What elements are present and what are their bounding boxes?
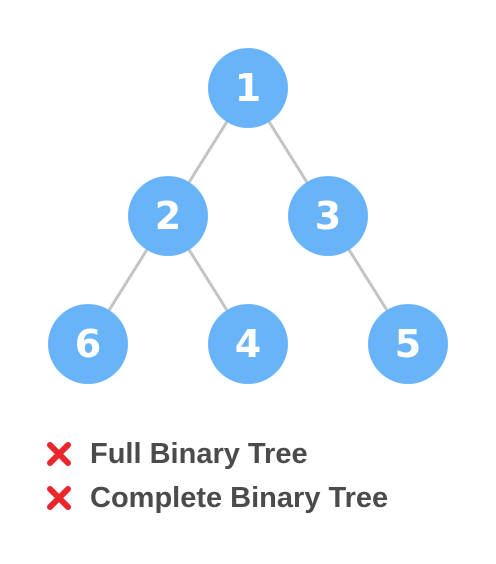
legend: Full Binary Tree Complete Binary Tree bbox=[44, 432, 484, 520]
node-label: 5 bbox=[395, 322, 421, 366]
node-label: 2 bbox=[155, 194, 181, 238]
node-circle bbox=[48, 304, 128, 384]
tree-node-6: 6 bbox=[48, 304, 128, 384]
legend-item-full-binary-tree: Full Binary Tree bbox=[44, 432, 484, 476]
node-label: 3 bbox=[315, 194, 341, 238]
cross-icon bbox=[47, 486, 71, 510]
tree-node-4: 4 bbox=[208, 304, 288, 384]
node-circle bbox=[208, 304, 288, 384]
node-circle bbox=[128, 176, 208, 256]
legend-label: Full Binary Tree bbox=[90, 437, 308, 470]
node-circle bbox=[288, 176, 368, 256]
legend-item-complete-binary-tree: Complete Binary Tree bbox=[44, 476, 484, 520]
tree-node-5: 5 bbox=[368, 304, 448, 384]
node-circle bbox=[208, 48, 288, 128]
tree-node-3: 3 bbox=[288, 176, 368, 256]
node-label: 4 bbox=[235, 322, 261, 366]
cross-icon bbox=[47, 442, 71, 466]
node-circle bbox=[368, 304, 448, 384]
node-label: 6 bbox=[75, 322, 101, 366]
node-label: 1 bbox=[235, 66, 261, 110]
tree-node-1: 1 bbox=[208, 48, 288, 128]
tree-node-2: 2 bbox=[128, 176, 208, 256]
legend-label: Complete Binary Tree bbox=[90, 481, 389, 514]
